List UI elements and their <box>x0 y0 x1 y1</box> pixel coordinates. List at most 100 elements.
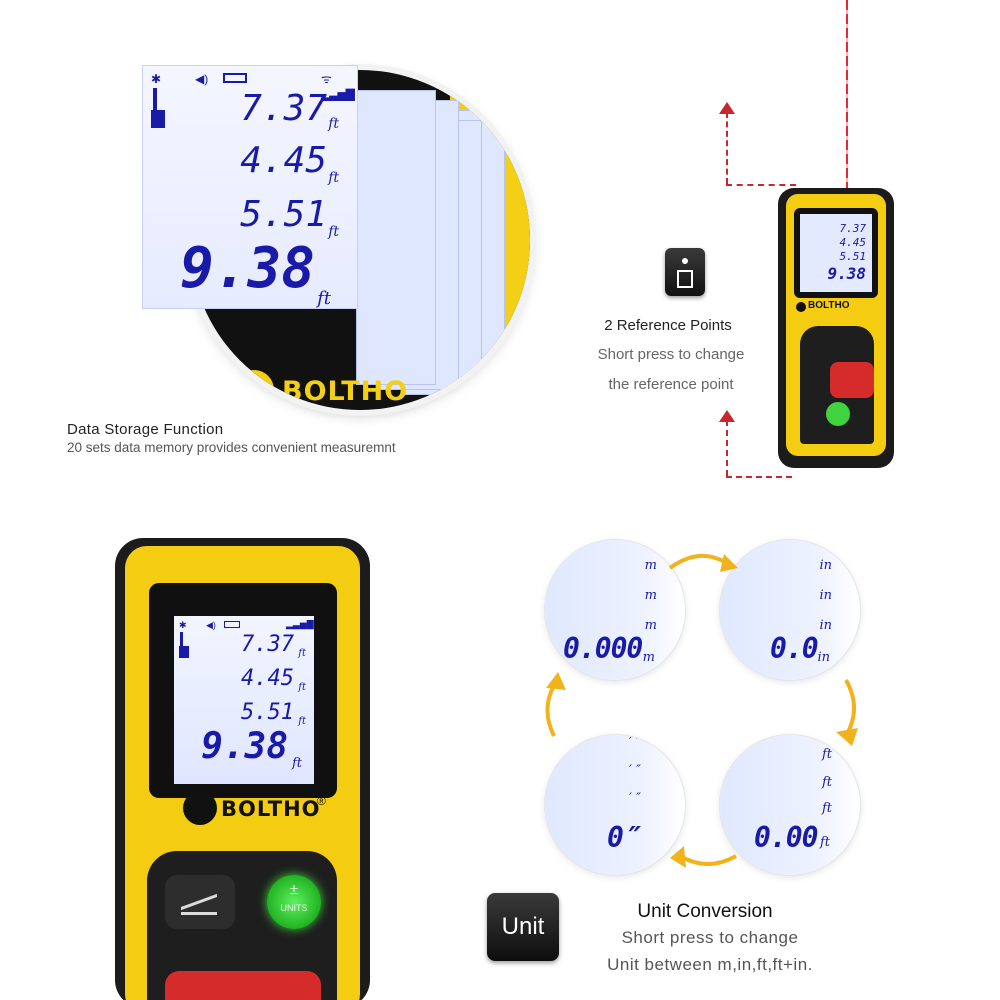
arrow-head-icon <box>836 728 858 746</box>
reading-2: 4.45 <box>241 666 294 691</box>
registered-mark: ® <box>317 794 326 808</box>
reference-subtitle-line1: Short press to change <box>597 346 745 363</box>
reference-line-bottom <box>726 420 728 476</box>
horse-logo-icon <box>796 302 806 312</box>
reading-3: 5.51 <box>241 700 294 725</box>
unit-label: ft <box>317 288 331 309</box>
unit-value: 0.0 <box>770 632 819 665</box>
cycle-arrows <box>545 553 858 868</box>
unit-value: 0″ <box>607 821 640 854</box>
unit-label: ′ ″ <box>629 763 641 778</box>
rangefinder-small: 7.37 4.45 5.51 9.38 BOLTHO <box>778 188 894 468</box>
unit-conversion-subtitle-line2: Unit between m,in,ft,ft+in. <box>607 955 813 974</box>
arrow-head-icon <box>720 554 738 572</box>
storage-zoom-circle: BOLTHO <box>190 70 530 410</box>
laser-icon: ✱ <box>179 620 187 630</box>
signal-icon: ▂▃▅▇ <box>286 619 314 629</box>
reading-2: 4.45 <box>839 236 867 249</box>
arrow-up-icon <box>719 410 735 422</box>
signal-icon: ᯤ▂▃▅▇ <box>321 72 355 101</box>
reading-1: 7.37 <box>839 222 867 235</box>
unit-label: ft <box>328 224 339 240</box>
units-button[interactable] <box>826 402 850 426</box>
arrow-in-to-ft <box>844 679 856 737</box>
reading-3: 5.51 <box>839 250 867 263</box>
unit-label: ft <box>298 648 306 659</box>
brand-name: BOLTHO <box>282 376 409 407</box>
horse-logo-icon <box>183 791 217 825</box>
arrow-head-icon <box>546 672 566 690</box>
storage-subtitle: 20 sets data memory provides convenient … <box>67 440 396 455</box>
unit-label: ′ ″ <box>629 735 641 750</box>
device-face: 7.37 4.45 5.51 9.38 BOLTHO <box>786 194 886 456</box>
wedge-icon <box>181 889 217 915</box>
battery-icon <box>224 621 240 628</box>
arrow-ft-to-ftin <box>679 854 737 866</box>
reading-3: 5.51 <box>240 194 327 235</box>
reading-main: 9.38 <box>201 726 288 767</box>
device-face: ✱ ◀) ▂▃▅▇ 7.37 4.45 5.51 9.38 ft ft ft f… <box>125 546 360 1000</box>
measure-button[interactable] <box>165 971 321 1000</box>
reading-1: 7.37 <box>240 88 327 129</box>
reference-bar-icon <box>153 88 157 110</box>
unit-circle-m: m m m 0.000 m <box>545 540 685 680</box>
small-lcd: 7.37 4.45 5.51 9.38 <box>800 214 872 292</box>
units-button-label: UNITS <box>280 903 308 913</box>
arrow-ftin-to-m <box>545 680 558 737</box>
unit-conversion-title: Unit Conversion <box>637 901 773 922</box>
reading-1: 7.37 <box>241 632 294 657</box>
unit-label: ′ ″ <box>629 791 641 806</box>
unit-label: in <box>817 650 830 665</box>
reference-point-icon <box>151 110 165 128</box>
arrow-up-icon <box>719 102 735 114</box>
memory-sheet <box>356 90 436 385</box>
reference-point-icon <box>179 646 189 658</box>
speaker-icon: ◀) <box>206 620 216 630</box>
arrow-m-to-in <box>668 553 730 570</box>
plus-minus-icon: ± <box>289 881 299 898</box>
unit-label: in <box>819 588 832 603</box>
reference-line-top <box>726 112 728 184</box>
storage-title: Data Storage Function <box>67 421 224 438</box>
speaker-icon: ◀) <box>195 72 209 86</box>
units-button[interactable]: ± UNITS <box>267 875 321 929</box>
brand-name: BOLTHO <box>808 300 850 311</box>
reading-main: 9.38 <box>180 236 315 301</box>
unit-circle-in: in in in 0.0 in <box>720 540 860 680</box>
unit-circle-ftin: ′ ″ ′ ″ ′ ″ 0″ <box>545 735 685 875</box>
unit-label: ft <box>298 716 306 727</box>
reference-subtitle-line2: the reference point <box>608 376 734 393</box>
rangefinder-large: ✱ ◀) ▂▃▅▇ 7.37 4.45 5.51 9.38 ft ft ft f… <box>115 538 370 1000</box>
unit-value: 0.000 <box>563 632 643 665</box>
reference-line-top <box>726 184 796 186</box>
brand-name: BOLTHO <box>221 797 321 821</box>
storage-lcd: ✱ ◀) ᯤ▂▃▅▇ 7.37 4.45 5.51 9.38 ft ft ft … <box>142 65 358 309</box>
reference-line-bottom <box>726 476 792 478</box>
unit-circle-ft: ft ft ft 0.00 ft <box>720 735 860 875</box>
unit-label: m <box>642 650 655 665</box>
horse-logo-icon <box>234 370 274 410</box>
unit-label: ft <box>821 801 832 816</box>
battery-icon <box>223 73 247 83</box>
unit-label: ft <box>328 116 339 132</box>
unit-conversion-subtitle-line1: Short press to change <box>621 928 799 947</box>
unit-value: 0.00 <box>754 821 818 854</box>
unit-label: ft <box>821 747 832 762</box>
unit-button-icon: Unit <box>487 893 559 961</box>
arrow-head-icon <box>670 846 686 868</box>
unit-label: in <box>819 558 832 573</box>
large-lcd: ✱ ◀) ▂▃▅▇ 7.37 4.45 5.51 9.38 ft ft ft f… <box>174 616 314 784</box>
reference-bar-icon <box>180 632 183 648</box>
laser-beam <box>846 0 848 188</box>
unit-label: ft <box>298 682 306 693</box>
unit-label: ft <box>328 170 339 186</box>
measure-button[interactable] <box>830 362 874 398</box>
reference-title: 2 Reference Points <box>604 317 732 334</box>
unit-label: ft <box>821 775 832 790</box>
reading-main: 9.38 <box>827 264 866 283</box>
reference-button[interactable] <box>165 875 235 929</box>
unit-label: ft <box>819 835 830 850</box>
unit-label: m <box>644 558 657 573</box>
reading-2: 4.45 <box>240 140 327 181</box>
laser-icon: ✱ <box>151 72 162 86</box>
